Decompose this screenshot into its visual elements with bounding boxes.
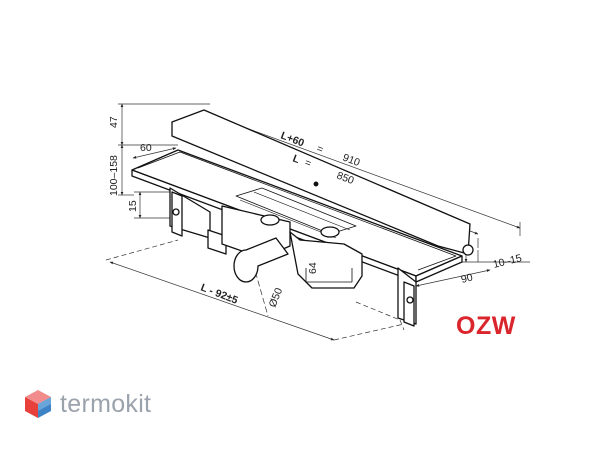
termokit-logo-icon [25, 390, 51, 418]
dim-64: 64 [307, 262, 319, 274]
dim-l-eq: = [303, 157, 313, 170]
dim-100-158: 100–158 [108, 155, 120, 196]
dim-60: 60 [140, 142, 152, 154]
dim-l-minus: L - 92±5 [199, 282, 240, 307]
dim-47: 47 [108, 116, 120, 128]
dim-10-15: 10–15 [492, 252, 523, 271]
dim-15: 15 [127, 200, 139, 212]
brand-name: termokit [60, 390, 152, 418]
dim-d50: Ø50 [267, 286, 286, 309]
drain-channel [131, 109, 474, 327]
model-code: OZW [456, 312, 516, 340]
dim-l60-value: 910 [341, 152, 362, 170]
dim-l-value: 850 [335, 170, 356, 188]
dim-l-label: L [291, 153, 302, 167]
dim-l60-eq: = [315, 143, 325, 156]
dim-90: 90 [460, 271, 474, 286]
